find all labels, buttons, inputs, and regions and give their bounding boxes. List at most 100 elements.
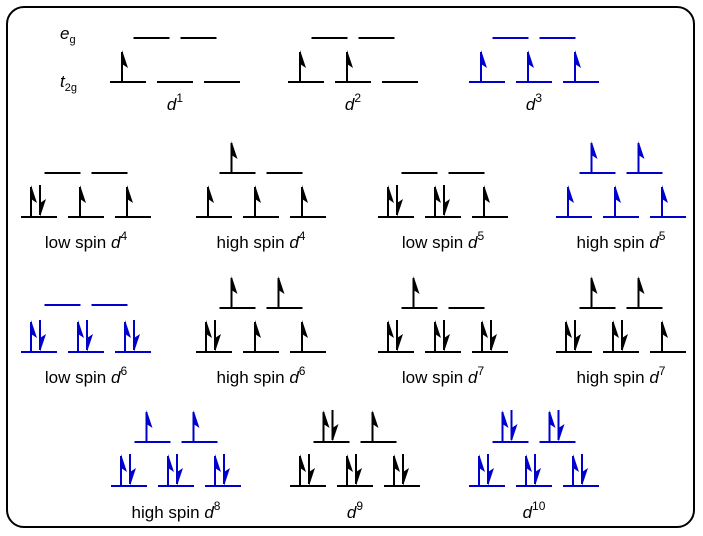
d-symbol: d [523,503,533,522]
config-hs-d7: high spin d7 [556,276,686,387]
spin-up-arrowhead [568,185,574,203]
electron-count: 8 [214,499,221,513]
spin-down-arrowhead [309,468,315,486]
spin-up-arrowhead [323,410,330,428]
spin-up-arrowhead [413,276,420,294]
spin-up-arrowhead [638,276,645,294]
config-d10: d10 [469,410,599,522]
d-symbol: d [111,368,121,387]
spin-down-arrowhead [332,424,339,442]
spin-up-arrowhead [566,320,572,338]
config-d2: d2 [288,37,418,114]
d-symbol: d [111,233,121,252]
spin-up-arrowhead [435,320,441,338]
spin-up-arrowhead [208,185,214,203]
spin-up-arrowhead [549,410,556,428]
electron-count: 7 [659,364,666,378]
config-hs-d5: high spin d5 [556,141,686,252]
spin-up-arrowhead [347,50,353,68]
spin-down-arrowhead [397,199,403,217]
spin-state-text: low spin [402,233,468,252]
config-ls-d4: low spin d4 [21,172,151,252]
spin-down-arrowhead [511,424,518,442]
config-d9: d9 [290,410,420,522]
config-label: d2 [345,91,361,114]
d-symbol: d [289,368,299,387]
spin-down-arrowhead [224,468,230,486]
config-label: high spin d7 [577,364,666,387]
spin-up-arrowhead [615,185,621,203]
spin-up-arrowhead [78,320,84,338]
config-label: low spin d7 [402,364,485,387]
spin-down-arrowhead [40,199,46,217]
electron-count: 2 [354,91,361,105]
spin-up-arrowhead [484,185,490,203]
electron-count: 7 [477,364,484,378]
config-label: low spin d6 [45,364,128,387]
d-symbol: d [345,95,355,114]
config-label: high spin d8 [132,499,221,522]
electron-count: 6 [120,364,127,378]
spin-up-arrowhead [121,454,127,472]
spin-down-arrowhead [488,468,494,486]
config-label: high spin d6 [217,364,306,387]
spin-state-text: high spin [217,368,290,387]
spin-down-arrowhead [582,468,588,486]
config-label: d9 [347,499,363,522]
config-label: low spin d5 [402,229,485,252]
electron-count: 6 [299,364,306,378]
spin-down-arrowhead [130,468,136,486]
spin-up-arrowhead [482,320,488,338]
spin-up-arrowhead [372,410,379,428]
spin-up-arrowhead [388,320,394,338]
spin-down-arrowhead [134,334,140,352]
spin-up-arrowhead [255,185,261,203]
spin-up-arrowhead [591,141,598,159]
electron-count: 4 [299,229,306,243]
config-d1: d1 [110,37,240,114]
spin-up-arrowhead [146,410,153,428]
d-symbol: d [649,233,659,252]
electron-count: 1 [176,91,183,105]
spin-up-arrowhead [394,454,400,472]
t2g-axis-label: t2g [60,72,77,94]
spin-down-arrowhead [491,334,497,352]
spin-up-arrowhead [573,454,579,472]
config-hs-d4: high spin d4 [196,141,326,252]
config-hs-d8: high spin d8 [111,410,241,522]
config-label: high spin d5 [577,229,666,252]
spin-up-arrowhead [638,141,645,159]
spin-up-arrowhead [31,320,37,338]
spin-down-arrowhead [397,334,403,352]
spin-down-arrowhead [558,424,565,442]
electron-count: 5 [477,229,484,243]
electron-count: 10 [532,499,546,513]
spin-up-arrowhead [168,454,174,472]
eg-axis-label: eg [60,24,76,46]
spin-up-arrowhead [528,50,534,68]
spin-up-arrowhead [300,454,306,472]
config-d3: d3 [469,37,599,114]
spin-down-arrowhead [444,199,450,217]
spin-up-arrowhead [80,185,86,203]
spin-up-arrowhead [231,276,238,294]
config-label: d10 [523,499,546,522]
config-ls-d5: low spin d5 [378,172,508,252]
spin-down-arrowhead [444,334,450,352]
d-symbol: d [289,233,299,252]
spin-state-text: high spin [132,503,205,522]
spin-up-arrowhead [122,50,128,68]
spin-up-arrowhead [481,50,487,68]
spin-down-arrowhead [356,468,362,486]
spin-up-arrowhead [125,320,131,338]
spin-up-arrowhead [575,50,581,68]
spin-up-arrowhead [215,454,221,472]
spin-up-arrowhead [502,410,509,428]
electron-count: 9 [356,499,363,513]
electron-count: 4 [120,229,127,243]
spin-up-arrowhead [302,185,308,203]
d-symbol: d [526,95,536,114]
electron-count: 5 [659,229,666,243]
spin-up-arrowhead [278,276,285,294]
